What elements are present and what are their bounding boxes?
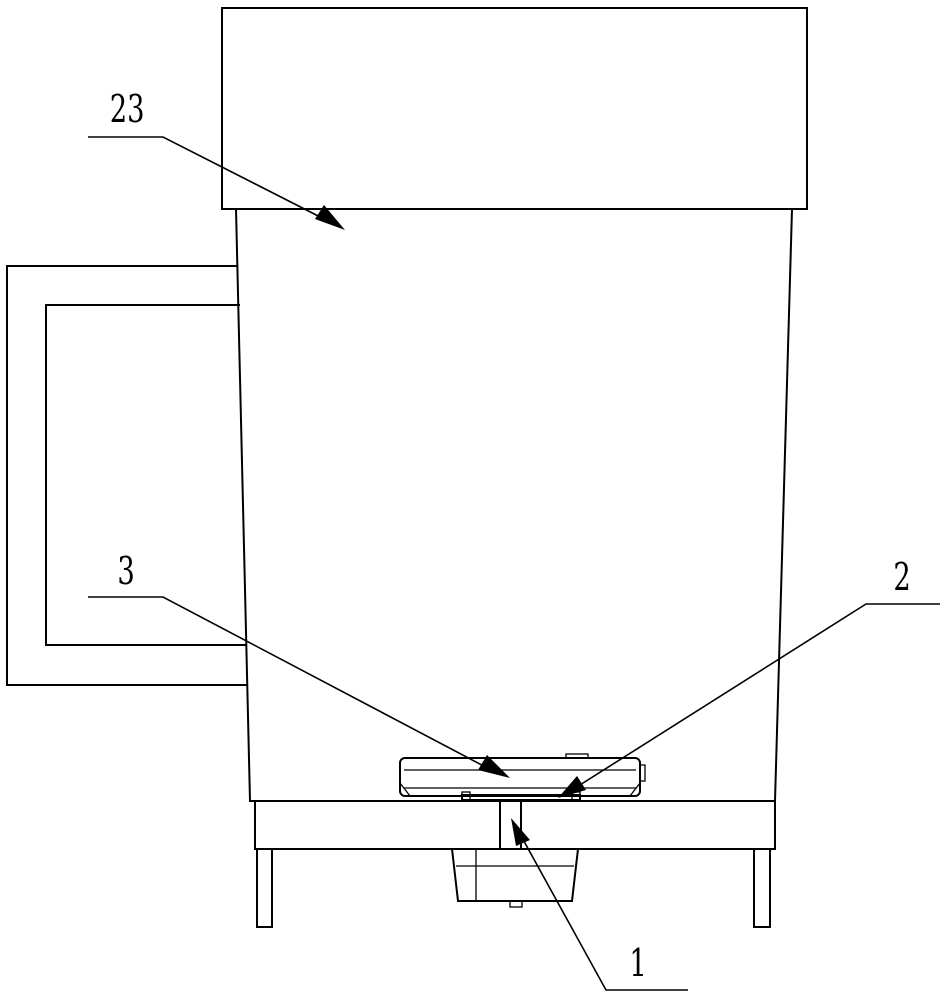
lid: [221, 7, 808, 210]
leader-23: [88, 136, 345, 230]
leader-1: [511, 818, 688, 991]
leader-2: [558, 603, 940, 798]
shaft-assembly: [450, 800, 580, 908]
tray-assembly: [399, 753, 646, 797]
handle-outer: [6, 265, 248, 686]
handle-inner: [45, 304, 246, 646]
plate: [461, 791, 581, 801]
callout-3: 3: [117, 548, 134, 593]
cup-body: [235, 208, 793, 802]
leader-3: [88, 596, 510, 778]
callout-23: 23: [110, 86, 145, 131]
callout-1: 1: [629, 940, 646, 985]
left-leg: [256, 848, 273, 928]
callout-2: 2: [893, 554, 910, 599]
right-leg: [753, 848, 771, 928]
